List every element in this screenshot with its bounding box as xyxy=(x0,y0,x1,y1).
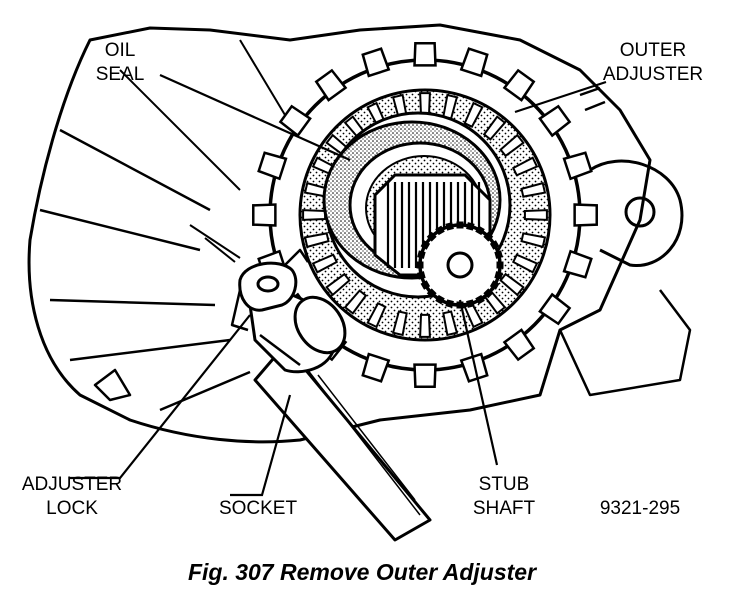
adjuster-slot xyxy=(366,301,387,329)
label-socket: SOCKET xyxy=(219,498,298,519)
gear-tooth xyxy=(417,271,426,280)
adjuster-slot xyxy=(311,253,339,274)
adjuster-tooth xyxy=(252,203,277,227)
adjuster-tooth xyxy=(257,151,288,181)
label-outer: OUTER xyxy=(620,40,687,61)
label-oil: OIL xyxy=(105,40,136,61)
leader-lines xyxy=(70,73,607,497)
adjuster-tooth xyxy=(562,151,593,181)
adjuster-slot xyxy=(511,156,539,177)
gear-tooth xyxy=(494,271,503,280)
gear-tooth xyxy=(475,225,485,236)
adjuster-slot xyxy=(523,209,548,221)
callout-outer-adjuster: OUTER ADJUSTER xyxy=(603,40,703,85)
adjuster-tooth xyxy=(502,328,536,362)
gear-tooth xyxy=(445,299,454,308)
gear-tooth xyxy=(483,288,494,299)
adjuster-slot xyxy=(302,209,327,221)
adjuster-slot xyxy=(463,101,484,129)
gear-tooth xyxy=(445,222,454,231)
gear-tooth xyxy=(417,250,426,259)
figure-code: 9321-295 xyxy=(600,498,680,519)
figure-caption: Fig. 307 Remove Outer Adjuster xyxy=(188,559,537,585)
housing xyxy=(27,23,692,444)
label-lock: LOCK xyxy=(46,498,98,519)
adjuster-slot xyxy=(343,289,368,315)
gear-tooth xyxy=(426,288,437,299)
adjuster-slot xyxy=(391,310,408,337)
adjuster-slot xyxy=(520,181,547,198)
callout-adjuster-lock: ADJUSTER LOCK xyxy=(22,474,122,519)
adjuster-slot xyxy=(520,232,547,249)
gear-tooth xyxy=(466,222,475,231)
gear-tooth xyxy=(416,261,424,269)
adjuster-slot xyxy=(442,310,459,337)
adjuster-tooth xyxy=(573,203,598,227)
leader-socket xyxy=(230,394,292,497)
callout-stub-shaft: STUB SHAFT xyxy=(473,474,536,519)
label-seal: SEAL xyxy=(96,64,145,85)
gear-tooth xyxy=(466,299,475,308)
label-adjuster-2: ADJUSTER xyxy=(22,474,122,495)
adjuster-slot xyxy=(499,272,525,297)
adjuster-tooth xyxy=(459,47,489,78)
adjuster-tooth xyxy=(314,68,348,102)
label-shaft: SHAFT xyxy=(473,498,536,519)
adjuster-tooth xyxy=(538,292,572,326)
gear-tooth xyxy=(475,294,485,305)
label-stub: STUB xyxy=(479,474,530,495)
adjuster-tooth xyxy=(413,42,437,67)
stub-shaft xyxy=(373,173,504,309)
adjuster-slot xyxy=(499,133,525,158)
adjuster-tooth xyxy=(361,352,391,383)
gear-tooth xyxy=(420,280,431,290)
adjuster-slot xyxy=(419,313,431,338)
gear-tooth xyxy=(420,240,431,250)
leader-adjuster-lock xyxy=(70,314,251,480)
leader-outer-adjuster xyxy=(514,80,607,114)
adjuster-slot xyxy=(482,115,507,141)
leader-stub-shaft xyxy=(458,299,499,466)
adjuster-slot xyxy=(325,272,351,297)
adjuster-tooth xyxy=(562,249,593,279)
adjuster-tooth xyxy=(502,68,536,102)
gear-tooth xyxy=(435,225,445,236)
gear-tooth xyxy=(489,240,500,250)
adjuster-slot xyxy=(303,232,330,249)
gear-tooth xyxy=(456,221,464,229)
callout-oil-seal: OIL SEAL xyxy=(96,40,145,85)
gear-tooth xyxy=(483,231,494,242)
gear-tooth xyxy=(494,250,503,259)
gear-tooth xyxy=(426,231,437,242)
adjuster-slot xyxy=(511,253,539,274)
gear-tooth xyxy=(496,261,504,269)
adjuster-tooth xyxy=(413,363,437,388)
adjuster-tooth xyxy=(361,47,391,78)
adjuster-tooth xyxy=(278,104,312,138)
leader-oil-seal xyxy=(159,73,351,162)
adjuster-tooth xyxy=(538,104,572,138)
socket-tool xyxy=(189,224,432,542)
gear-tooth xyxy=(489,280,500,290)
gear-tooth xyxy=(435,294,445,305)
label-adjuster: ADJUSTER xyxy=(603,64,703,85)
